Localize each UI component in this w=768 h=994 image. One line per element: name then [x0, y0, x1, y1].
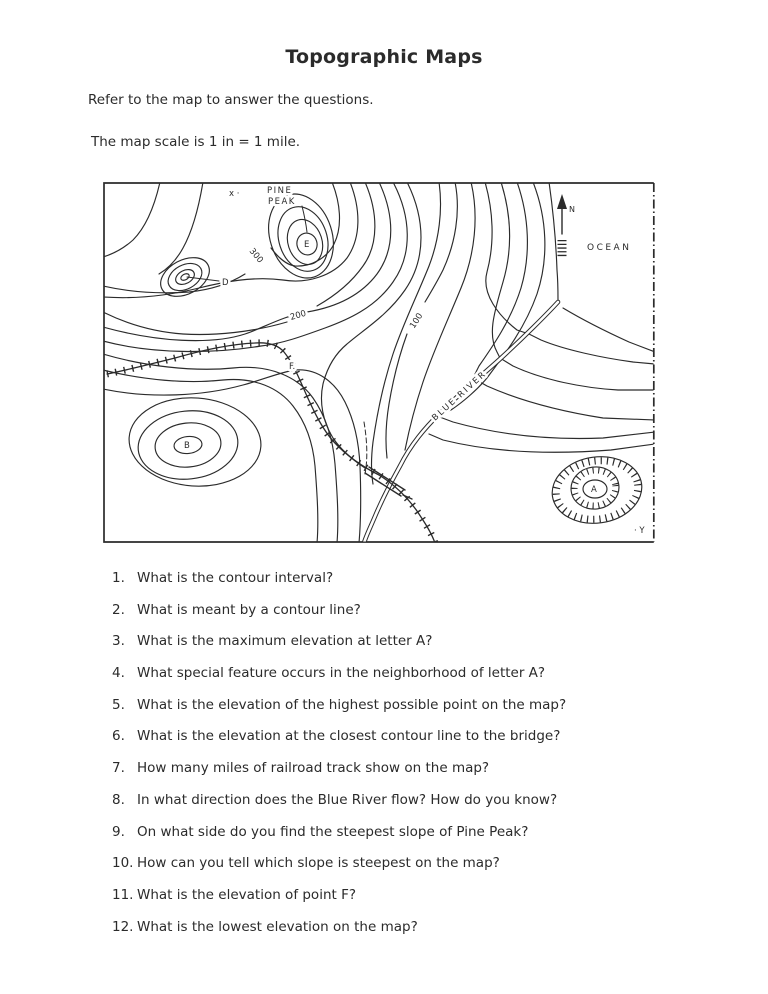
- question-number: 12.: [112, 918, 134, 935]
- question-list: 1. What is the contour interval? 2. What i…: [112, 570, 732, 950]
- question-text: What is the lowest elevation on the map?: [137, 918, 418, 935]
- bridge: [364, 466, 413, 500]
- question-text: How can you tell which slope is steepest…: [137, 855, 500, 872]
- question-item: 2. What is meant by a contour line?: [112, 602, 732, 634]
- question-text: What is meant by a contour line?: [137, 601, 361, 618]
- question-number: 11.: [112, 886, 134, 903]
- topographic-map: x · PINE PEAK E D 300 200 100 F. B BLUE …: [103, 182, 655, 543]
- contour-label-200: 200: [289, 309, 307, 323]
- pine-peak-label: PEAK: [268, 197, 296, 207]
- question-text: What is the elevation at the closest con…: [137, 728, 561, 745]
- question-number: 6.: [112, 728, 125, 745]
- question-item: 8. In what direction does the Blue River …: [112, 792, 732, 824]
- question-number: 5.: [112, 696, 125, 713]
- contour-label-100: 100: [408, 312, 425, 331]
- question-item: 7. How many miles of railroad track show …: [112, 760, 732, 792]
- point-a-label: A: [591, 485, 597, 495]
- question-item: 10.How can you tell which slope is steep…: [112, 855, 732, 887]
- intro-text: Refer to the map to answer the questions…: [88, 92, 374, 108]
- question-item: 5. What is the elevation of the highest p…: [112, 697, 732, 729]
- question-text: What special feature occurs in the neigh…: [137, 665, 546, 682]
- contour-label-300: 300: [247, 247, 265, 266]
- north-arrow-icon: [557, 194, 567, 235]
- question-item: 3. What is the maximum elevation at lette…: [112, 633, 732, 665]
- hill-d-contours: [160, 257, 220, 297]
- pine-peak-contours: [268, 193, 334, 279]
- depression-a-contours: [551, 456, 643, 524]
- question-item: 12.What is the lowest elevation on the m…: [112, 919, 732, 951]
- page-title: Topographic Maps: [285, 46, 483, 68]
- question-text: What is the elevation of the highest pos…: [137, 696, 567, 713]
- question-number: 8.: [112, 791, 125, 808]
- question-item: 9. On what side do you find the steepest …: [112, 824, 732, 856]
- question-number: 3.: [112, 633, 125, 650]
- question-text: What is the maximum elevation at letter …: [137, 633, 433, 650]
- ocean-label: OCEAN: [587, 243, 631, 253]
- railroad-track: [106, 339, 439, 542]
- north-label: N: [569, 205, 575, 214]
- hill-b-contours: [128, 397, 262, 487]
- map-scale-text: The map scale is 1 in = 1 mile.: [91, 134, 301, 150]
- contour-lines: [104, 183, 654, 542]
- question-number: 9.: [112, 823, 125, 840]
- point-f-label: F.: [289, 362, 295, 372]
- question-item: 11.What is the elevation of point F?: [112, 887, 732, 919]
- question-item: 4. What special feature occurs in the nei…: [112, 665, 732, 697]
- question-number: 2.: [112, 601, 125, 618]
- pine-peak-leader: [301, 205, 308, 233]
- question-item: 1. What is the contour interval?: [112, 570, 732, 602]
- blue-river: [362, 299, 561, 542]
- question-text: What is the elevation of point F?: [137, 886, 357, 903]
- point-b-label: B: [184, 441, 190, 451]
- spot-elevation-x-marker: x ·: [229, 189, 239, 199]
- blue-river-label: BLUE RIVER: [430, 369, 489, 423]
- topo-map-figure: x · PINE PEAK E D 300 200 100 F. B BLUE …: [103, 182, 655, 543]
- question-text: What is the contour interval?: [137, 570, 334, 586]
- point-d-label: D: [222, 278, 229, 288]
- question-item: 6. What is the elevation at the closest c…: [112, 728, 732, 760]
- question-text: How many miles of railroad track show on…: [137, 760, 490, 777]
- question-number: 4.: [112, 665, 125, 682]
- map-border: [103, 182, 655, 543]
- point-e-label: E: [304, 240, 309, 250]
- question-number: 1.: [112, 570, 125, 586]
- question-text: On what side do you find the steepest sl…: [137, 823, 529, 840]
- marker-y-label: · Y: [634, 526, 645, 536]
- pine-peak-label: PINE: [267, 186, 292, 196]
- question-number: 10.: [112, 855, 134, 872]
- question-number: 7.: [112, 760, 125, 777]
- question-text: In what direction does the Blue River fl…: [137, 791, 558, 808]
